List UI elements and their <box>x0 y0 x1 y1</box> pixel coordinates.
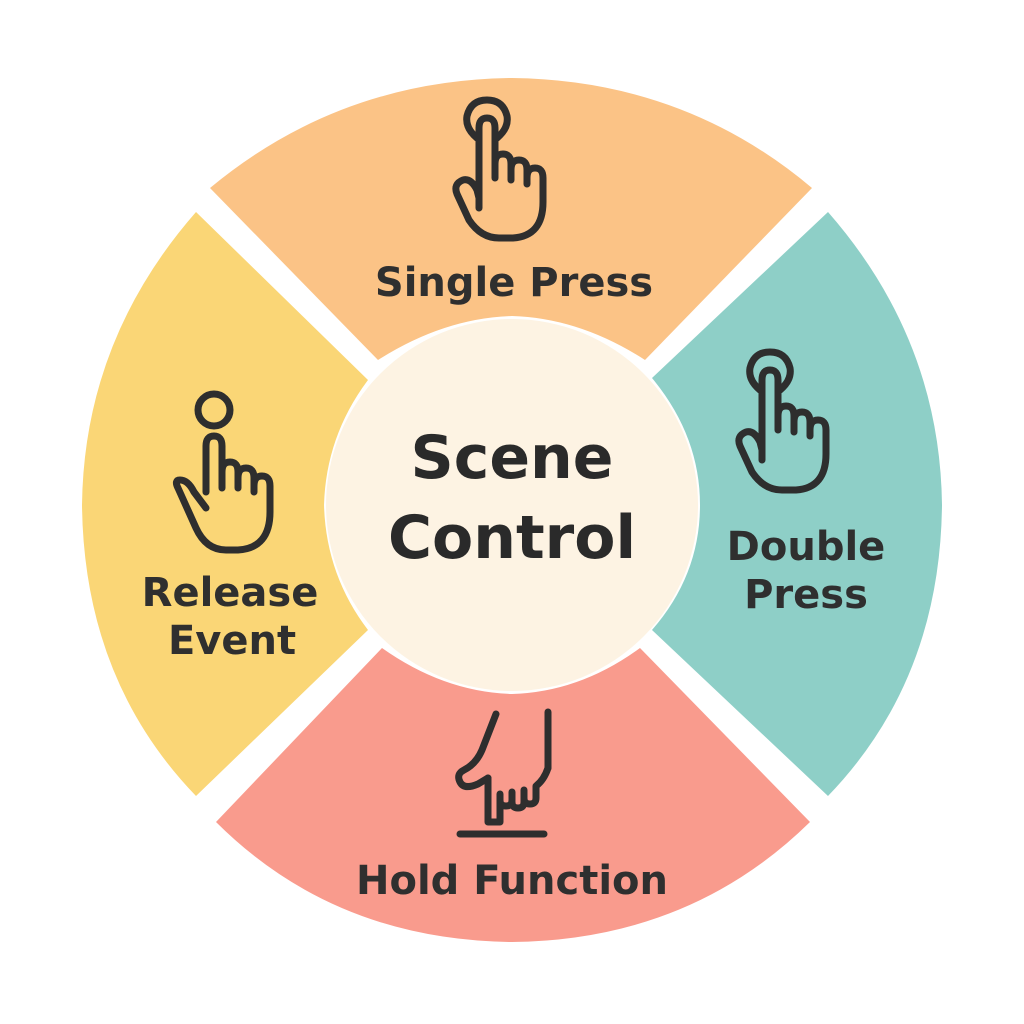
double-tap-hand-icon <box>735 348 830 494</box>
center-title-line2: Control <box>388 503 636 573</box>
center-circle[interactable] <box>326 319 698 691</box>
ring <box>82 78 942 942</box>
segment-single-press[interactable] <box>210 78 812 360</box>
release-event-label-line1: Release <box>142 570 319 616</box>
double-press-label-line1: Double <box>727 524 886 570</box>
hold-function-label: Hold Function <box>356 858 668 904</box>
tap-hand-icon <box>452 96 547 242</box>
segment-double-press[interactable] <box>652 212 942 796</box>
center-title-line1: Scene <box>411 423 614 493</box>
press-hold-hand-icon <box>455 708 552 838</box>
release-hand-icon <box>172 390 274 554</box>
double-press-label-line2: Press <box>744 572 868 618</box>
release-event-label-line2: Event <box>168 618 296 664</box>
segment-release-event[interactable] <box>82 212 368 796</box>
single-press-label: Single Press <box>375 260 653 306</box>
